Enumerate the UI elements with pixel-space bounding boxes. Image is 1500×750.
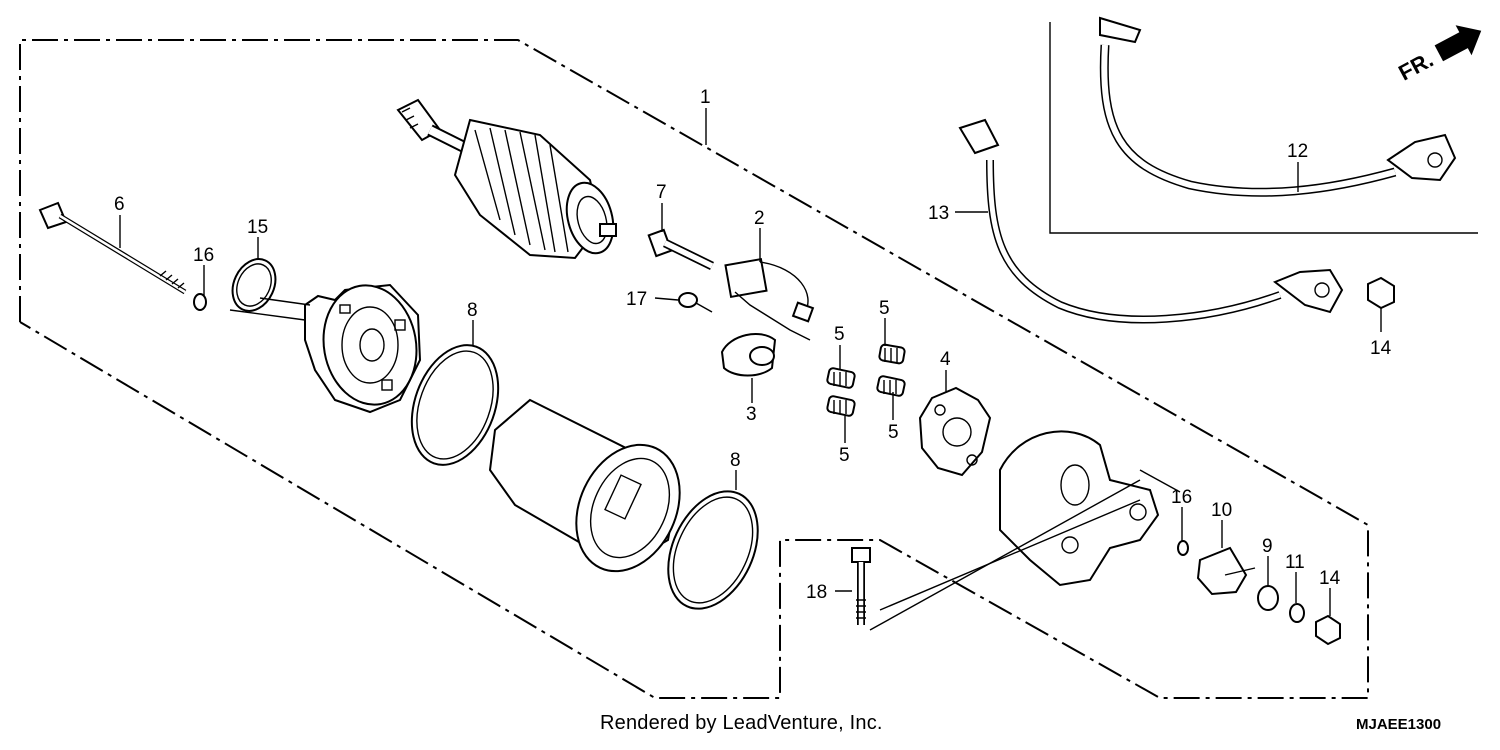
callout-5a: 5 [834, 324, 845, 345]
callout-11: 11 [1285, 552, 1305, 573]
part-11-washer [1289, 603, 1305, 623]
rear-bracket-housing [229, 283, 422, 414]
front-bracket [999, 430, 1181, 587]
callout-17: 17 [626, 289, 647, 310]
callout-5c: 5 [888, 422, 899, 443]
callout-10: 10 [1211, 500, 1232, 521]
leader-lines [119, 108, 1382, 616]
part-12-cable [1099, 16, 1457, 197]
callout-16b: 16 [1171, 487, 1192, 508]
callout-8a: 8 [467, 300, 478, 321]
callout-1: 1 [700, 87, 711, 108]
callout-15: 15 [247, 217, 268, 238]
callout-2: 2 [754, 208, 765, 229]
part-16-washer-right [1177, 540, 1189, 556]
assembly-boundary [19, 39, 1369, 699]
part-14-nut-lower [1315, 614, 1341, 646]
callout-7: 7 [656, 182, 667, 203]
callout-4: 4 [940, 349, 951, 370]
part-6-long-bolt [38, 201, 187, 295]
part-16-washer-left [193, 293, 207, 311]
callout-5b: 5 [879, 298, 890, 319]
diagram-code: MJAEE1300 [1356, 716, 1442, 733]
part-9-washer [1257, 585, 1279, 611]
callout-16a: 16 [193, 245, 214, 266]
armature [396, 98, 617, 260]
inset-box [1049, 22, 1478, 234]
part-7-terminal-bolt [647, 228, 714, 271]
yoke-motor-case [488, 398, 681, 573]
front-direction-arrow: FR. [1394, 25, 1482, 86]
callout-14a: 14 [1370, 338, 1392, 359]
part-8-o-rings [410, 344, 759, 610]
part-14-nut-upper [1367, 276, 1395, 310]
part-5-springs [826, 343, 906, 417]
callout-8b: 8 [730, 450, 741, 471]
part-10-terminal-insulator [1196, 546, 1256, 596]
callout-6: 6 [114, 194, 125, 215]
callout-9: 9 [1262, 536, 1273, 557]
callout-5d: 5 [839, 445, 850, 466]
footer-credit: Rendered by LeadVenture, Inc. [600, 712, 883, 734]
callout-12: 12 [1287, 141, 1308, 162]
callout-14b: 14 [1319, 568, 1341, 589]
callout-18: 18 [806, 582, 827, 603]
part-3-brush-plate [720, 333, 777, 377]
callout-3: 3 [746, 404, 757, 425]
part-4-insulator [918, 386, 992, 477]
part-15-o-ring [231, 258, 277, 312]
part-18-bolt [851, 479, 1141, 631]
part-2-brush-holder [724, 257, 815, 341]
part-13-cable [958, 118, 1344, 324]
callout-13: 13 [928, 203, 949, 224]
part-17-screw [678, 292, 713, 313]
direction-label: FR. [1394, 47, 1437, 86]
